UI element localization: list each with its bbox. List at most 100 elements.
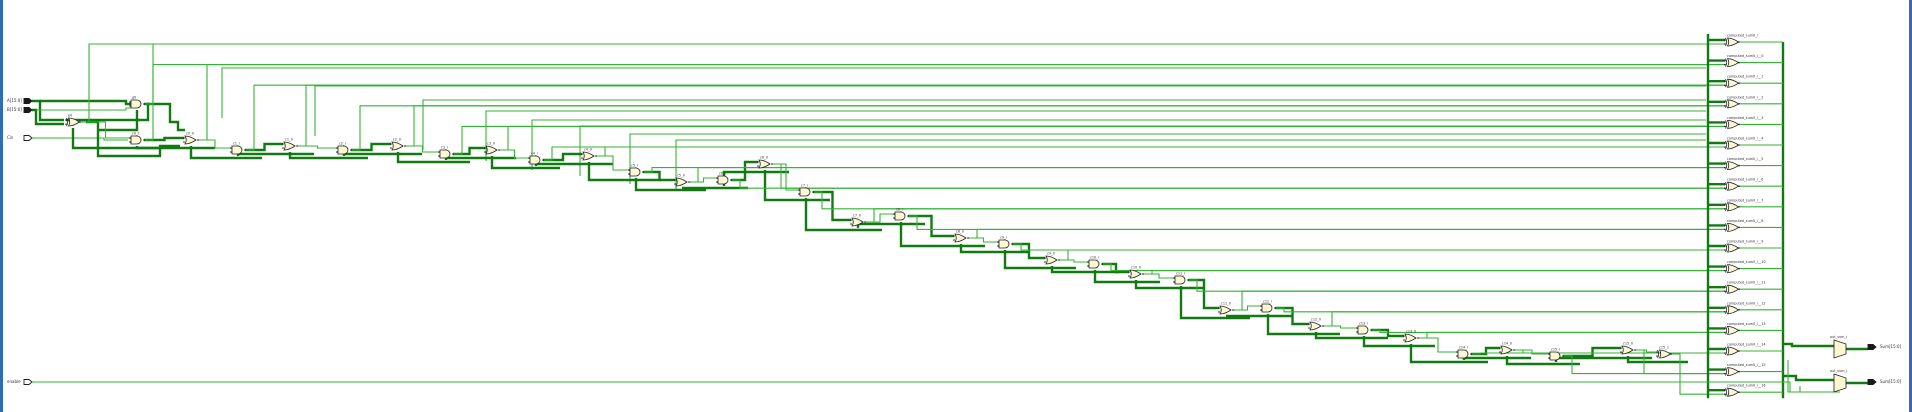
chain-wire [80,121,130,139]
gate-xor[interactable]: computed_sum0_i__12 [1724,301,1766,315]
gate-and[interactable]: c6_i [716,172,732,185]
sum-feed-wire [1102,263,1725,272]
gate-and[interactable]: c7_i [798,184,814,197]
output-port[interactable]: Sum[15:0] [1867,379,1902,385]
pin [1738,82,1740,84]
chain-wire [908,214,954,238]
input-port[interactable]: Cin [7,135,33,141]
gate-or[interactable]: c6_0 [757,156,773,169]
gate-and[interactable]: c8_i [893,208,909,221]
gate-xor[interactable]: computed_sum0_i__8 [1724,219,1763,232]
gate-or[interactable]: c7_0 [850,214,866,227]
pin [1173,277,1175,279]
gate-xor[interactable]: computed_sum0_i__6 [1724,178,1763,191]
gate-and[interactable]: c2_i [336,142,352,155]
gate-or[interactable]: c15_0 [1620,342,1636,355]
gate-label: computed_sum0_i__1 [1727,75,1763,79]
gate-xor[interactable]: computed_sum0_i__15 [1724,363,1766,377]
gate-or[interactable]: c13_0 [1403,330,1419,343]
wire [32,137,128,141]
gate-body [67,117,81,127]
pin [953,235,955,237]
gate-body [184,135,197,145]
pin [1308,323,1310,325]
pin [452,153,454,155]
gate-or[interactable]: c12_0 [1308,318,1324,331]
gate-xor[interactable]: computed_sum0_i__1 [1724,75,1763,88]
gate-and[interactable]: c4_i [528,152,544,165]
pin [183,137,185,139]
gate-xor[interactable]: p0 [65,114,81,127]
gate-and[interactable]: c5_i [628,164,644,177]
gate-or[interactable]: c11_0 [1218,302,1234,315]
chain-bus [342,152,422,156]
gate-and[interactable]: c15_i [1548,348,1564,361]
gate-label: c7_0 [853,214,861,218]
gate-xor[interactable]: computed_sum0_i__2 [1724,95,1763,109]
gate-or[interactable]: c9_0 [1044,252,1060,265]
gate-or[interactable]: c0_0 [183,132,199,145]
pin [1142,273,1144,275]
mux-cell[interactable]: out_sum_i [1830,369,1847,393]
input-port[interactable]: A[15:0] [7,98,33,104]
gate-label: c2_i [339,142,346,146]
sum-feed-wire [689,167,1725,183]
gate-label: computed_sum0_i__4 [1727,137,1763,141]
gate-xor[interactable]: computed_sum0_i [1724,34,1758,47]
gate-and[interactable]: c0_1 [129,132,145,145]
input-port-label: A[15:0] [7,98,22,103]
pin [893,217,895,219]
gate-and[interactable]: c13_i [1356,322,1372,335]
gate-and[interactable]: c12_i [1260,300,1276,313]
output-port[interactable]: Sum[15:0] [1867,344,1902,350]
pin [1738,61,1740,64]
mux-cell[interactable]: out_sum_i [1830,335,1847,359]
gate-xor[interactable]: computed_sum0_i__4 [1724,137,1763,150]
pin [1058,259,1060,261]
gate-and[interactable]: c1_i [230,142,246,155]
gate-or[interactable]: c3_0 [484,142,500,155]
gate-or[interactable]: c8_0 [953,230,969,243]
gate-or[interactable]: c10_0 [1128,266,1144,279]
gate-label: c15_1 [1659,346,1669,350]
gate-xor[interactable]: computed_sum0_i__0 [1724,54,1763,68]
gate-xor[interactable]: computed_sum0_i__13 [1724,322,1766,335]
gate-and[interactable]: g0 [129,96,145,109]
gate-xor[interactable]: computed_sum0_i__11 [1724,281,1766,294]
gate-or[interactable]: c5_0 [674,174,690,187]
gate-or[interactable]: c1_0 [282,138,298,151]
pin [757,165,759,167]
gate-and[interactable]: c11_i [1173,272,1189,285]
gate-body [629,167,641,177]
pin [757,161,759,163]
pin [1724,352,1726,354]
gate-xor[interactable]: computed_sum0_i__5 [1724,157,1763,171]
gate-or[interactable]: c2_0 [390,138,406,151]
gate-and[interactable]: c10_i [1087,256,1103,269]
gate-and[interactable]: c3_i [438,146,454,159]
gate-or[interactable]: c4_0 [581,148,597,161]
pin [1403,339,1405,341]
gate-label: computed_sum0_i__7 [1727,198,1763,202]
gate-xor[interactable]: computed_sum0_i__3 [1724,116,1763,129]
gate-and[interactable]: c9_i [997,236,1013,249]
gate-label: computed_sum0_i__6 [1727,178,1763,182]
gate-or[interactable]: c14_0 [1499,342,1515,355]
gate-body [1726,161,1740,171]
gate-xor[interactable]: computed_sum0_i__7 [1724,198,1763,212]
gate-xor[interactable]: computed_sum0_i__16 [1724,384,1766,397]
gate-xor[interactable]: computed_sum0_i__10 [1724,260,1766,274]
gate-label: c1_0 [285,138,293,142]
gate-xor[interactable]: c15_1 [1656,346,1672,359]
input-port[interactable]: B[15:0] [7,107,33,113]
input-port[interactable]: enable [7,379,33,385]
gate-xor[interactable]: computed_sum0_i__14 [1724,343,1766,356]
pin [143,103,145,105]
gate-label: g0 [132,96,136,100]
gate-and[interactable]: c14_i [1456,346,1472,359]
gate-xor[interactable]: computed_sum0_i__9 [1724,240,1763,253]
xor-arc [1725,346,1728,356]
gate-label: computed_sum0_i__3 [1727,116,1763,120]
rail-wire [629,133,1706,184]
